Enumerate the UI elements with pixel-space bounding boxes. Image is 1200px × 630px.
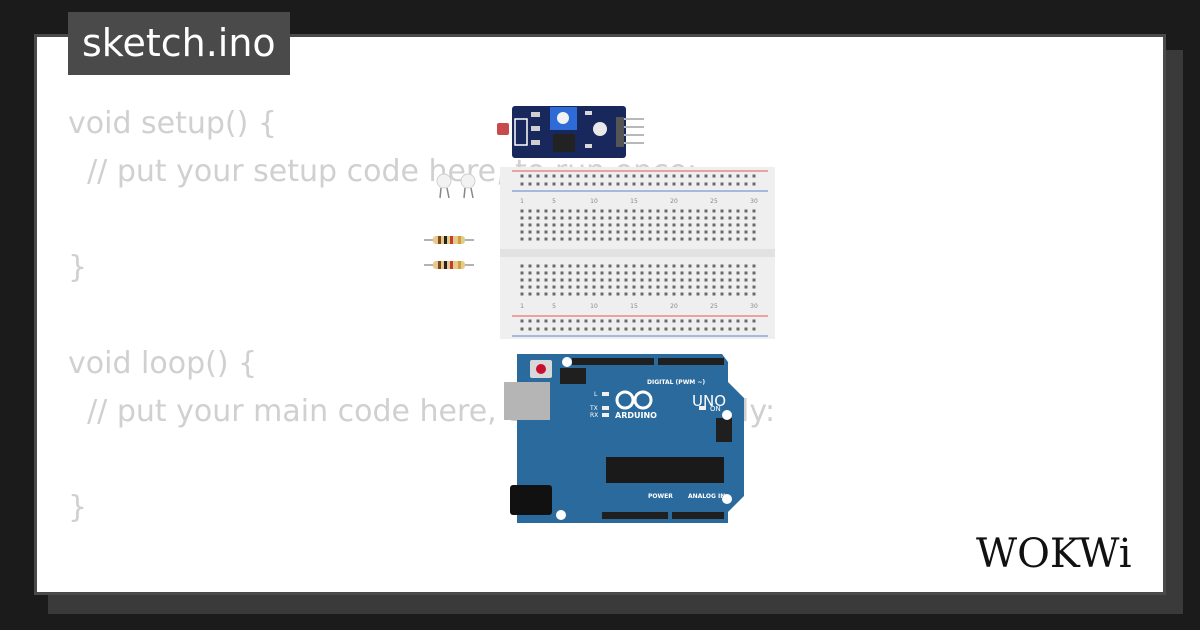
column-number: 15 <box>630 198 638 205</box>
column-number: 30 <box>750 198 758 205</box>
digital-label: DIGITAL (PWM ~) <box>647 379 705 386</box>
led-label-tx: TX <box>589 405 598 412</box>
column-number: 5 <box>552 303 556 310</box>
on-label: ON <box>710 405 721 413</box>
column-number: 15 <box>630 303 638 310</box>
column-number: 10 <box>590 198 598 205</box>
arduino-brand: ARDUINO <box>615 411 657 420</box>
led-label-l: L <box>594 391 598 398</box>
power-jack <box>510 485 552 515</box>
file-tab[interactable]: sketch.ino <box>68 12 290 75</box>
analog-label: ANALOG IN <box>688 493 725 500</box>
led-white-1[interactable] <box>436 173 452 199</box>
led-label-rx: RX <box>590 412 598 419</box>
column-number: 1 <box>520 198 524 205</box>
code-line: } <box>68 490 88 525</box>
column-number: 10 <box>590 303 598 310</box>
column-number: 1 <box>520 303 524 310</box>
circuit-diagram: 1 5 10 15 20 25 30 1 5 10 15 20 25 30 <box>424 106 775 523</box>
led-white-2[interactable] <box>460 173 476 199</box>
breadboard-holes <box>520 174 756 331</box>
column-number: 20 <box>670 303 678 310</box>
arduino-model: UNO <box>692 392 726 410</box>
resistor-1[interactable] <box>424 236 474 244</box>
column-number: 20 <box>670 198 678 205</box>
usb-port <box>504 382 550 420</box>
column-number: 25 <box>710 303 718 310</box>
ldr-sensor-module[interactable] <box>497 106 644 158</box>
column-number: 30 <box>750 303 758 310</box>
breadboard[interactable]: 1 5 10 15 20 25 30 1 5 10 15 20 25 30 <box>500 167 775 339</box>
column-number: 5 <box>552 198 556 205</box>
microcontroller-chip <box>606 457 724 483</box>
column-number: 25 <box>710 198 718 205</box>
code-line: void loop() { <box>68 346 258 381</box>
resistor-2[interactable] <box>424 261 474 269</box>
code-line: } <box>68 250 88 285</box>
wokwi-logo-text: WOKWi <box>976 531 1132 577</box>
power-label: POWER <box>648 493 673 500</box>
wokwi-logo: WOKWi <box>976 531 1132 577</box>
arduino-uno-board[interactable]: ARDUINO UNO DIGITAL (PWM ~) POWER ANALOG… <box>504 354 744 523</box>
code-line: void setup() { <box>68 106 277 141</box>
arduino-infinity-logo <box>615 390 653 410</box>
